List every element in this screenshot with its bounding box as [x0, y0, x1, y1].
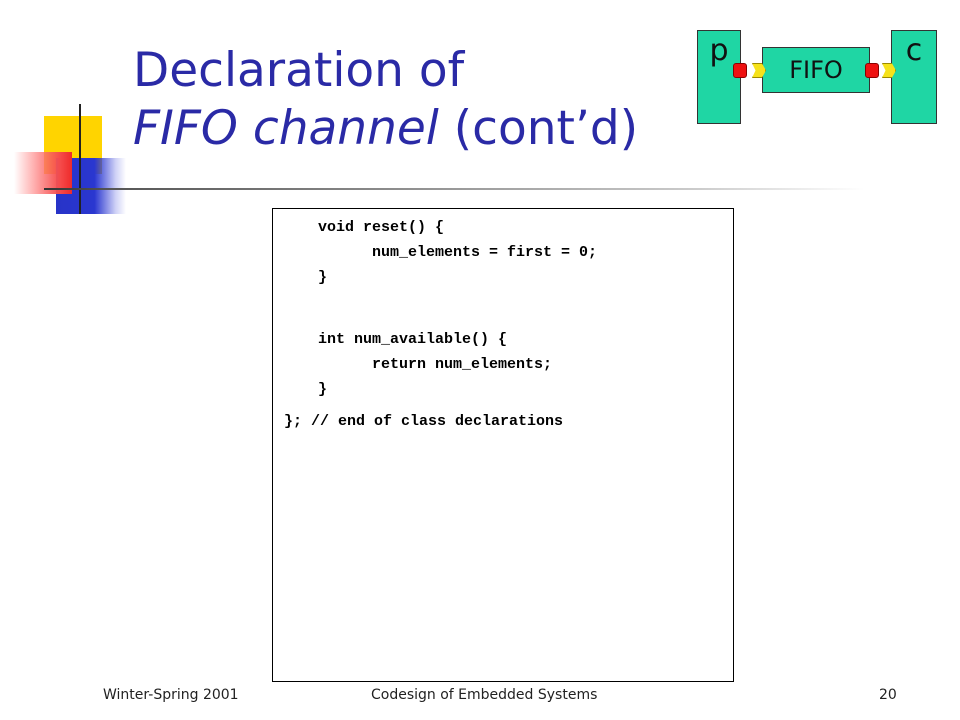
code-line: void reset() {: [318, 219, 445, 236]
code-line: return num_elements;: [318, 356, 553, 373]
fifo-channel-box: FIFO: [762, 47, 870, 93]
title-italic-part: FIFO channel: [133, 101, 439, 156]
fifo-label: FIFO: [789, 56, 843, 84]
consumer-process-box: c: [891, 30, 937, 124]
slide-number: 20: [879, 687, 897, 703]
red-square-decoration: [14, 152, 72, 194]
footer-date: Winter-Spring 2001: [103, 687, 239, 703]
code-panel: void reset() { num_elements = first = 0;…: [272, 208, 734, 682]
producer-out-port-icon: [733, 63, 747, 78]
code-line: }; // end of class declarations: [284, 413, 564, 430]
footer-course-title: Codesign of Embedded Systems: [371, 687, 598, 703]
consumer-label: c: [905, 33, 923, 68]
title-underline-rule: [44, 188, 864, 190]
title-rest-part: (cont’d): [438, 101, 639, 156]
title-line-2: FIFO channel (cont’d): [133, 100, 638, 158]
code-line: num_elements = first = 0;: [318, 244, 598, 261]
vertical-rule-decoration: [79, 104, 81, 214]
title-line-1: Declaration of: [133, 43, 465, 98]
code-line: }: [318, 269, 328, 286]
code-line: int num_available() {: [318, 331, 508, 348]
code-line: }: [318, 381, 328, 398]
producer-label: p: [709, 33, 729, 68]
fifo-out-port-icon: [865, 63, 879, 78]
slide-title: Declaration of FIFO channel (cont’d): [133, 42, 638, 158]
